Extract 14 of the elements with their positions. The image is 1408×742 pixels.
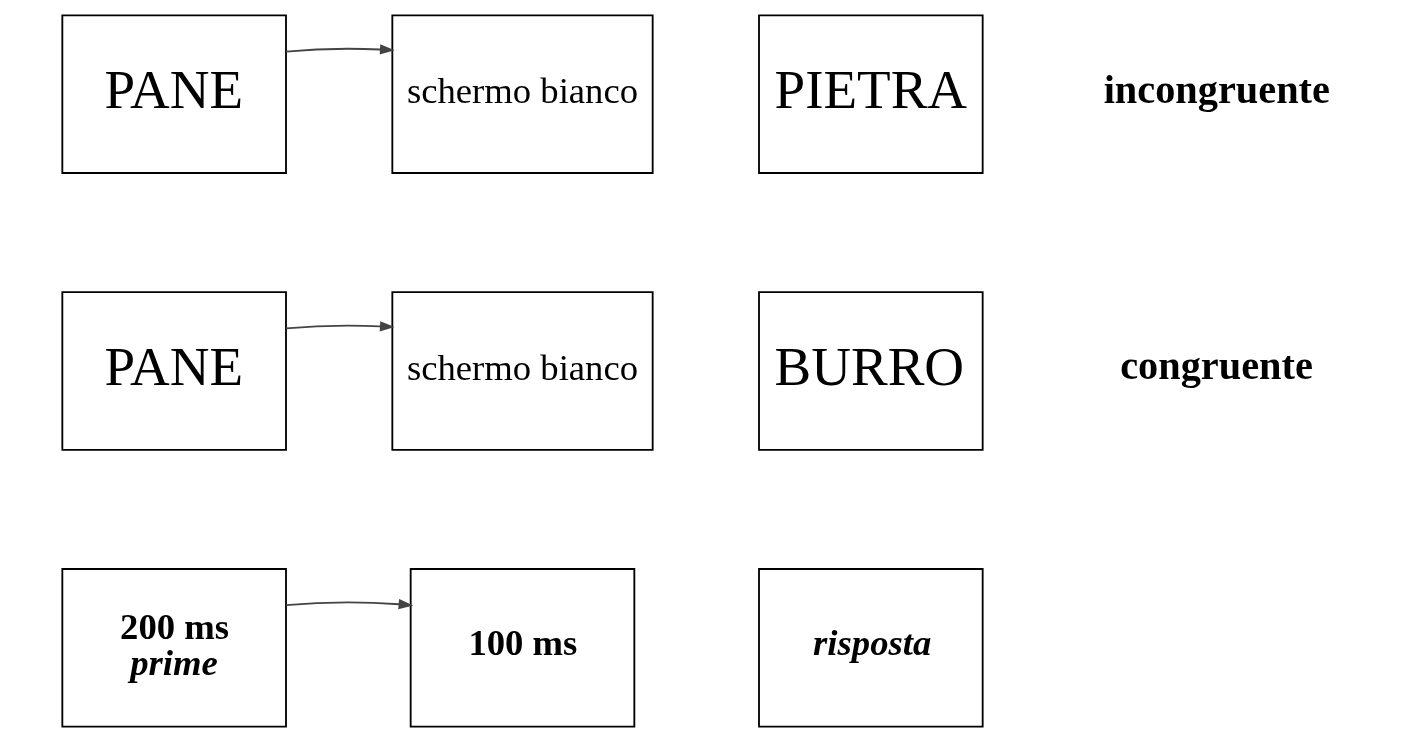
node-box: schermo bianco bbox=[391, 291, 654, 451]
arrow bbox=[285, 321, 395, 332]
node-box: PIETRA bbox=[758, 14, 984, 174]
node-label: congruente bbox=[1120, 343, 1313, 389]
node-box: BURRO bbox=[758, 291, 984, 451]
node-box: 200 ms prime bbox=[61, 568, 287, 728]
node-box: PANE bbox=[61, 291, 287, 451]
node-box: 100 ms bbox=[409, 568, 636, 728]
node-box: schermo bianco bbox=[391, 14, 654, 174]
arrow bbox=[285, 44, 395, 55]
node-box: risposta bbox=[758, 568, 984, 728]
node-label: incongruente bbox=[1103, 66, 1330, 112]
node-box: PANE bbox=[61, 14, 287, 174]
arrow bbox=[285, 599, 414, 610]
